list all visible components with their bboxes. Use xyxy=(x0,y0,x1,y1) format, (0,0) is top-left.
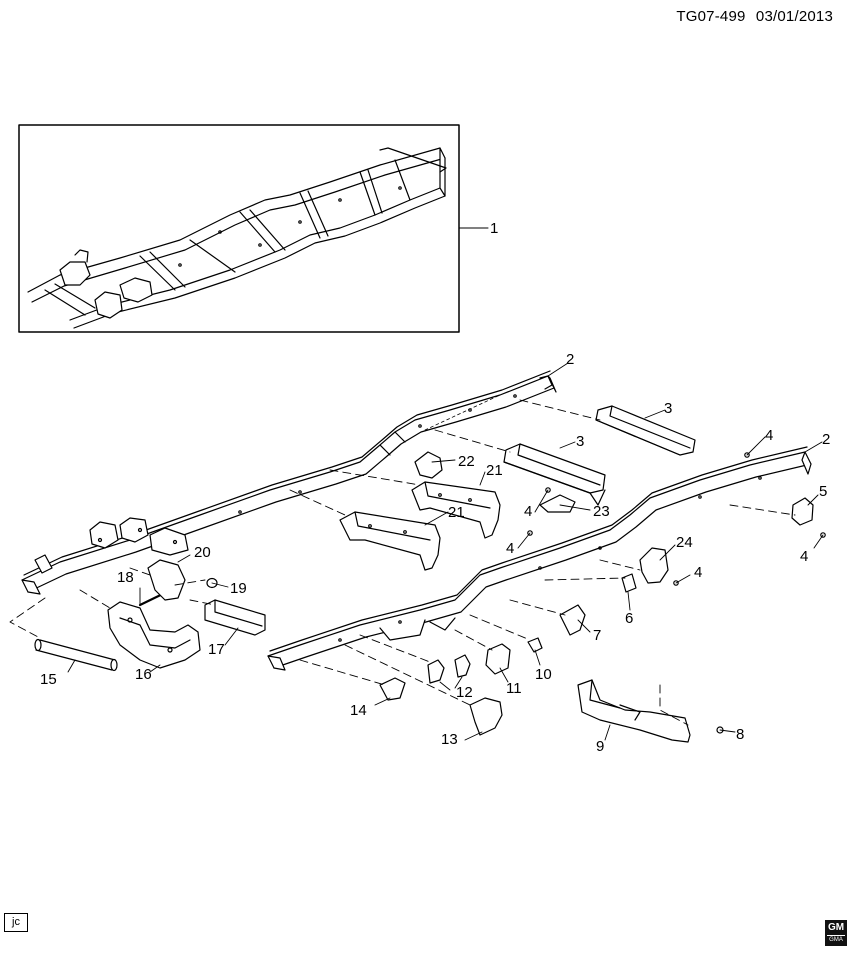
tube-15 xyxy=(34,638,118,672)
callout-8: 8 xyxy=(736,726,744,743)
callout-7: 7 xyxy=(593,627,601,644)
callout-17: 17 xyxy=(208,641,225,658)
diagram-date: 03/01/2013 xyxy=(755,8,833,25)
gm-logo-text: GM xyxy=(827,921,845,936)
bracket-5 xyxy=(791,497,814,526)
callout-3-rear: 3 xyxy=(664,400,672,417)
gm-logo: GM GMA xyxy=(825,920,847,946)
callout-4-b: 4 xyxy=(524,503,532,520)
crossmember-9 xyxy=(577,679,691,743)
callout-21-upper: 21 xyxy=(486,462,503,479)
callout-19: 19 xyxy=(230,580,247,597)
crossmember-3-mid xyxy=(503,443,606,506)
callout-23: 23 xyxy=(593,503,610,520)
bracket-12 xyxy=(427,654,471,684)
complete-frame-assembly xyxy=(27,147,447,329)
callout-16: 16 xyxy=(135,666,152,683)
right-frame-rail xyxy=(267,446,812,671)
callout-12: 12 xyxy=(456,684,473,701)
callout-15: 15 xyxy=(40,671,57,688)
bracket-24 xyxy=(639,547,669,584)
crossmember-21-lower xyxy=(339,511,441,571)
front-crossmember-16 xyxy=(107,601,201,669)
callout-14: 14 xyxy=(350,702,367,719)
callout-20: 20 xyxy=(194,544,211,561)
bracket-10 xyxy=(527,637,543,653)
callout-2-right-rail: 2 xyxy=(822,431,830,448)
author-tag: jc xyxy=(4,913,28,932)
callout-1: 1 xyxy=(490,220,498,237)
callout-5: 5 xyxy=(819,483,827,500)
callout-3-mid: 3 xyxy=(576,433,584,450)
bracket-6 xyxy=(621,573,637,593)
crossmember-3-rear xyxy=(595,405,696,456)
callout-4-e: 4 xyxy=(800,548,808,565)
callout-21-lower: 21 xyxy=(448,504,465,521)
bracket-23 xyxy=(539,494,576,513)
crossmember-21-upper xyxy=(411,481,501,539)
bracket-7 xyxy=(559,604,586,636)
callout-4-c: 4 xyxy=(506,540,514,557)
gm-logo-subtext: GMA xyxy=(829,937,843,943)
diagram-header: TG07-499 03/01/2013 xyxy=(670,8,833,25)
callout-24: 24 xyxy=(676,534,693,551)
callout-13: 13 xyxy=(441,731,458,748)
callout-2-left-rail: 2 xyxy=(566,351,574,368)
callout-labels: 1 2 2 3 3 4 4 4 4 4 5 6 7 8 9 10 11 12 1… xyxy=(40,220,830,755)
callout-9: 9 xyxy=(596,738,604,755)
bracket-22 xyxy=(414,451,443,479)
left-frame-rail xyxy=(21,370,557,595)
callout-18: 18 xyxy=(117,569,134,586)
callout-10: 10 xyxy=(535,666,552,683)
inset-frame-box xyxy=(18,124,460,333)
callout-11: 11 xyxy=(506,680,522,697)
callout-4-a: 4 xyxy=(765,427,773,444)
callout-4-d: 4 xyxy=(694,564,702,581)
crossmember-17 xyxy=(204,599,266,636)
bracket-13 xyxy=(469,697,503,736)
bracket-20 xyxy=(147,559,186,601)
callout-6: 6 xyxy=(625,610,633,627)
bracket-11 xyxy=(485,643,511,675)
diagram-id: TG07-499 xyxy=(676,8,746,25)
callout-22: 22 xyxy=(458,453,475,470)
bracket-14 xyxy=(379,677,406,701)
